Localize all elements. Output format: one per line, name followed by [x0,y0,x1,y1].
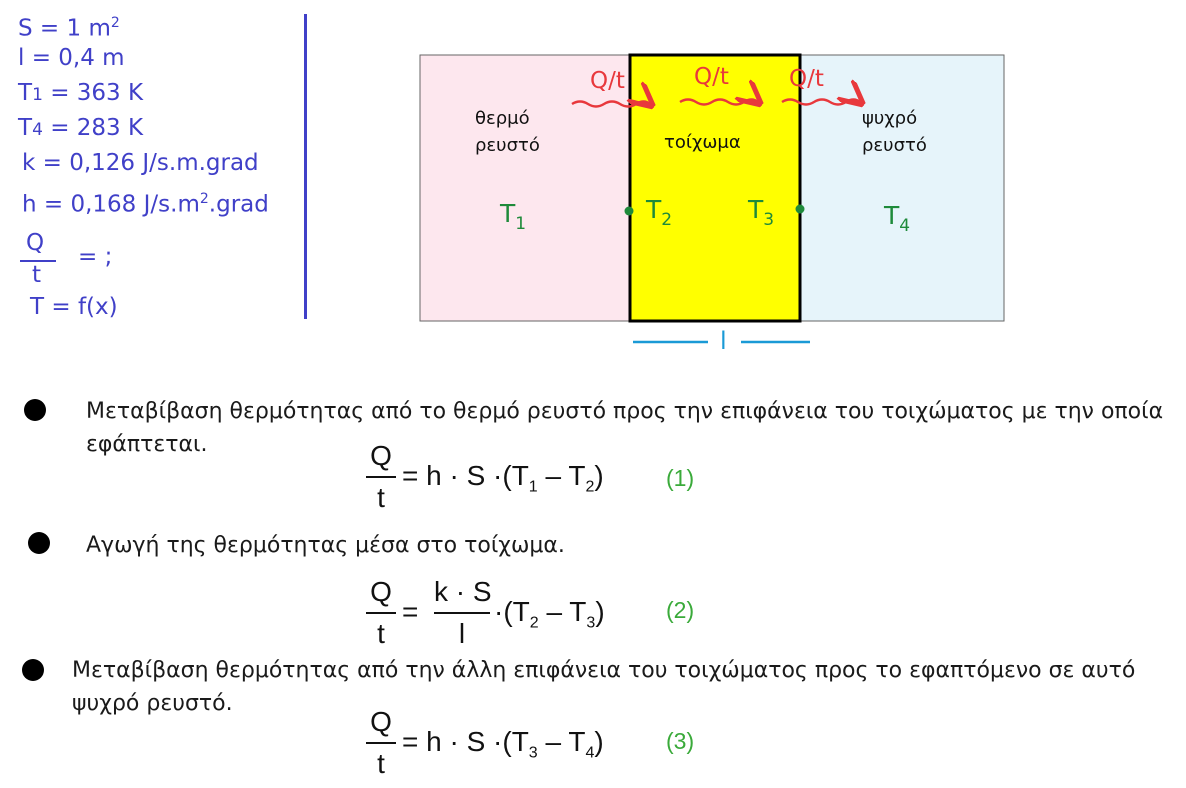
temp-t3: T3 [747,195,774,230]
wall-diagram: Q/t Q/t Q/t θερμό ρευστό τοίχωμα ψυχρό ρ… [419,53,1005,355]
cold-fluid-region [799,54,1005,322]
equation-1-number: (1) [666,465,695,491]
given-t4: T4 = 283 K [18,115,144,141]
given-t1: T1 = 363 K [18,80,144,106]
item-1-text: Μεταβίβαση θερμότητας από το θερμό ρευστ… [86,399,1164,457]
bullet-2 [28,532,50,554]
equation-2-number: (2) [666,597,695,623]
temp-t1: T1 [499,199,526,234]
equation-3-number: (3) [666,728,695,754]
given-area: S = 1 m2 [18,15,120,42]
hot-fluid-label-1: θερμό [475,108,530,129]
given-k: k = 0,126 J/s.m.grad [22,150,259,176]
heat-flow-arrow-1 [571,102,650,107]
equation-1: Q t = h · S ·(T1 – T2) [366,440,666,520]
cold-fluid-label-2: ρευστό [862,135,927,156]
bullet-1 [24,399,46,421]
given-length: l = 0,4 m [18,45,125,71]
temp-t4: T4 [883,201,910,236]
item-2-text: Αγωγή της θερμότητας μέσα στο τοίχωμα. [86,533,565,558]
heat-flow-arrow-2 [679,100,758,105]
heat-flow-label-1: Q/t [590,68,625,94]
given-h: h = 0,168 J/s.m2.grad [22,191,269,218]
surface-point-right [795,204,805,214]
hot-fluid-region [419,54,631,322]
heat-flow-label-3: Q/t [789,66,824,92]
temp-t2: T2 [645,195,672,230]
divider-line [304,14,307,319]
hot-fluid-label-2: ρευστό [475,135,540,156]
equation-3: Q t = h · S ·(T3 – T4) [366,706,666,786]
given-tfx: T = f(x) [30,294,118,320]
surface-point-left [624,206,634,216]
equation-2: Q t = k · S l ·(T2 – T3) [366,576,666,656]
wall-region [628,53,802,323]
cold-fluid-label-1: ψυχρό [862,108,917,129]
item-3-text: Μεταβίβαση θερμότητας από την άλλη επιφά… [72,658,1136,716]
thickness-label: l [720,327,727,355]
wall-label: τοίχωμα [664,132,741,153]
heat-flow-arrow-3 [781,100,860,105]
bullet-3 [22,659,44,681]
heat-flow-label-2: Q/t [694,64,729,90]
